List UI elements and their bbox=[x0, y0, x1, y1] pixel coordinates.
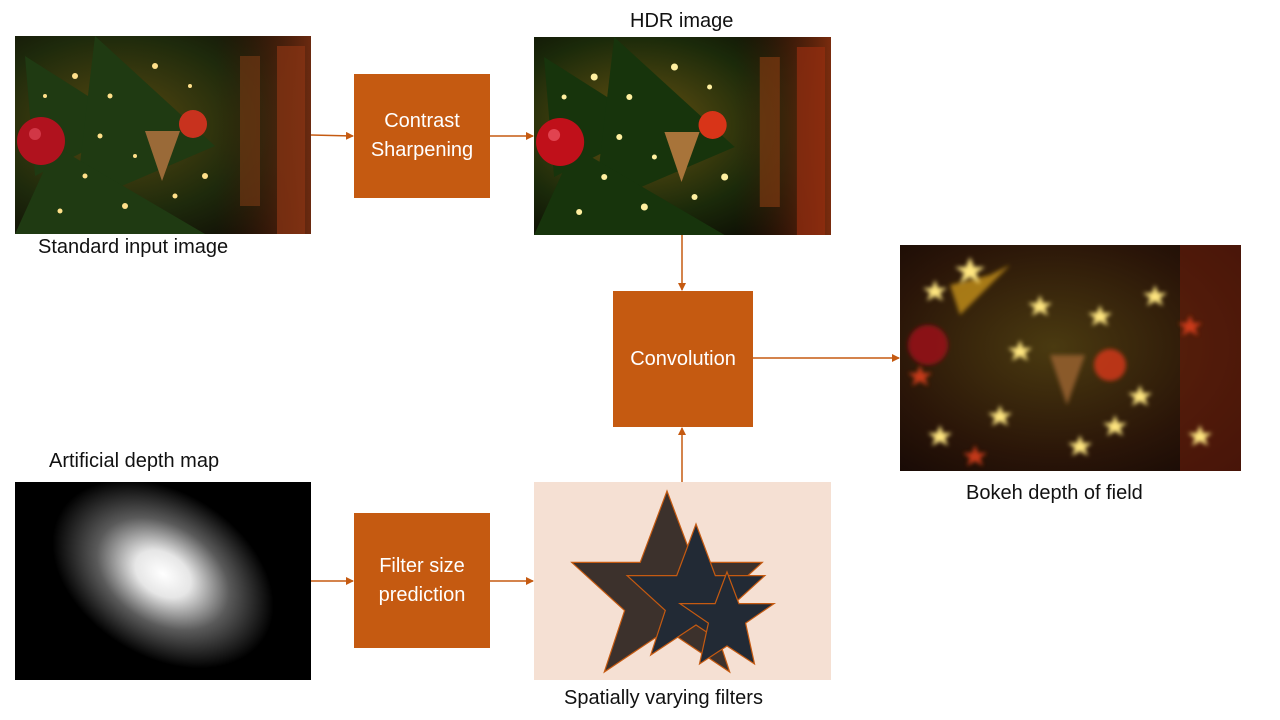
contrast-sharpening-box: Contrast Sharpening bbox=[354, 74, 490, 198]
depth-map-image bbox=[15, 482, 311, 680]
spatially-varying-filters-panel bbox=[534, 482, 831, 680]
filter-size-prediction-box: Filter size prediction bbox=[354, 513, 490, 648]
standard-input-caption: Standard input image bbox=[38, 236, 229, 258]
depth-map-caption: Artificial depth map bbox=[49, 450, 220, 472]
filters-caption: Spatially varying filters bbox=[564, 687, 763, 709]
convolution-box: Convolution bbox=[613, 291, 753, 427]
hdr-image bbox=[534, 37, 831, 235]
bokeh-output-image bbox=[900, 245, 1241, 471]
standard-input-image bbox=[15, 36, 311, 234]
hdr-image-caption: HDR image bbox=[630, 10, 734, 32]
bokeh-caption: Bokeh depth of field bbox=[966, 482, 1143, 504]
arrow-input-to-contrast bbox=[310, 131, 354, 140]
small-star-kernel bbox=[677, 570, 777, 666]
